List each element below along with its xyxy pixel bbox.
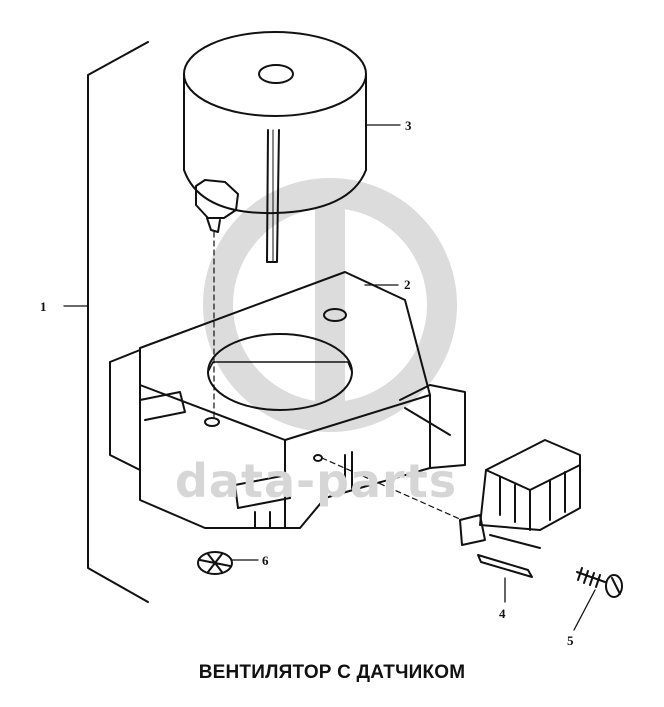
callout-3: 3	[405, 118, 412, 133]
sensor-housing	[109, 271, 466, 529]
diagram-caption: ВЕНТИЛЯТОР С ДАТЧИКОМ	[198, 662, 466, 683]
callout-4: 4	[499, 606, 506, 621]
washer	[197, 551, 233, 575]
screw	[576, 567, 623, 598]
watermark-logo	[203, 178, 457, 432]
watermark-text: data-parts	[175, 454, 458, 508]
assembly-guide-lines	[213, 231, 463, 521]
callout-1: 1	[40, 299, 47, 314]
callout-6: 6	[262, 553, 269, 568]
callout-leaders	[63, 124, 596, 631]
fan-motor	[183, 31, 367, 263]
callout-5: 5	[567, 633, 574, 648]
assembly-bracket	[87, 41, 149, 603]
callout-2: 2	[404, 277, 411, 292]
connector-plug	[459, 439, 581, 578]
